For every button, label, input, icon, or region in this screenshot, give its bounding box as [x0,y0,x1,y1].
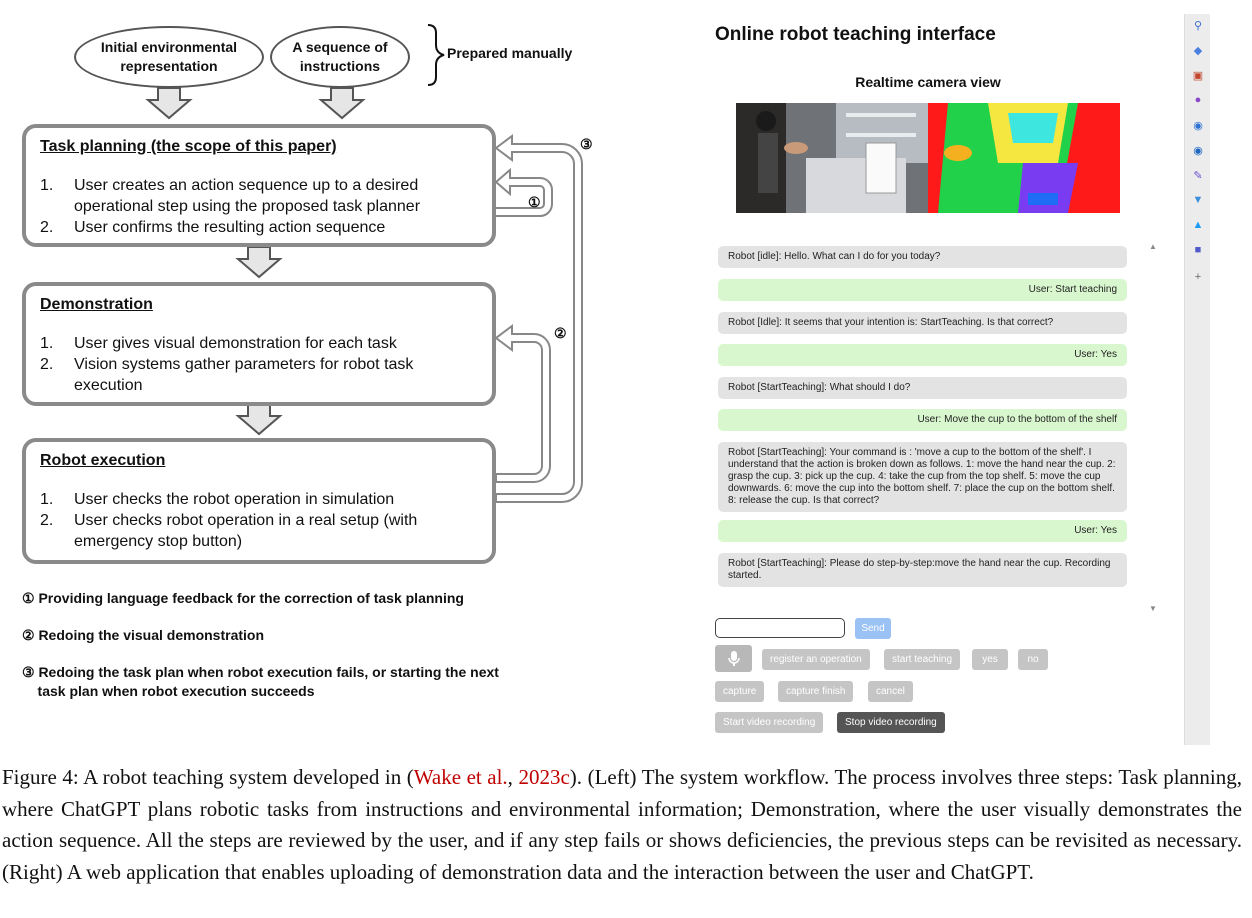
figure-caption: Figure 4: A robot teaching system develo… [2,765,1243,884]
stage-robot-execution: Robot execution 1.User checks the robot … [22,438,496,564]
down-arrow [145,87,193,120]
legend-item: ① Providing language feedback for the co… [22,590,464,606]
outlook-icon[interactable]: ◉ [1193,144,1203,157]
stage-title: Demonstration [40,296,153,313]
citation-year[interactable]: 2023c [518,765,570,789]
list-item: 1.User creates an action sequence up to … [40,177,421,215]
list-item: 2.Vision systems gather parameters for r… [40,356,414,394]
capture-button[interactable]: capture [715,681,765,702]
chat-message-user: User: Yes [718,344,1127,366]
chat-message-robot: Robot [StartTeaching]: What should I do? [718,377,1127,399]
plus-icon[interactable]: + [1194,271,1202,283]
office-icon[interactable]: ◉ [1193,119,1203,132]
robot-teaching-app: Online robot teaching interface Realtime… [700,0,1184,745]
bird-icon[interactable]: ▼ [1192,194,1204,206]
workflow-diagram: Initial environmental representation A s… [0,0,620,740]
down-arrow [235,403,283,436]
stage-demonstration: Demonstration 1.User gives visual demons… [22,282,496,406]
chat-message-user: User: Start teaching [718,279,1127,301]
loop-arrow-2 [494,324,551,483]
chat-log[interactable]: Robot [idle]: Hello. What can I do for y… [718,242,1157,614]
chat-message-robot: Robot [StartTeaching]: Please do step-by… [718,553,1127,587]
chat-message-robot: Robot [Idle]: It seems that your intenti… [718,312,1127,334]
chat-message-user: User: Move the cup to the bottom of the … [718,409,1127,431]
start-teaching-button[interactable]: start teaching [884,649,961,670]
browser-sidebar: ⚲ ◆ ▣ ● ◉ ◉ ✎ ▼ ▲ ■ + [1184,14,1210,745]
register-operation-button[interactable]: register an operation [762,649,870,670]
stage-task-planning: Task planning (the scope of this paper) … [22,124,496,247]
tag-icon[interactable]: ◆ [1193,44,1203,57]
microphone-button[interactable] [715,645,752,672]
brace [427,24,445,86]
edit-icon[interactable]: ✎ [1193,169,1203,182]
down-arrow [235,246,283,279]
input-ellipse-environment: Initial environmental representation [74,26,264,88]
camera-depth-view [928,103,1120,213]
camera-depth-image [928,103,1120,213]
people-icon[interactable]: ● [1194,94,1202,106]
loop-arrow-3 [494,134,583,503]
stage-title: Robot execution [40,452,166,469]
camera-rgb-image [736,103,928,213]
list-item: 2.User confirms the resulting action seq… [40,219,386,236]
stop-video-button[interactable]: Stop video recording [837,712,945,733]
scroll-down-icon[interactable]: ▼ [1149,604,1157,613]
teams-icon[interactable]: ■ [1194,244,1202,256]
prepared-label: Prepared manually [447,45,573,61]
list-item: 1.User gives visual demonstration for ea… [40,335,397,352]
loop-arrow-1 [494,167,553,217]
capture-finish-button[interactable]: capture finish [778,681,854,702]
camera-title: Realtime camera view [855,74,1001,90]
stage-title: Task planning (the scope of this paper) [40,138,337,155]
briefcase-icon[interactable]: ▣ [1192,69,1204,82]
loop-marker-1: ① [528,194,541,210]
workflow-connectors [145,24,583,503]
chat-message-user: User: Yes [718,520,1127,542]
list-item: 2.User checks robot operation in a real … [40,512,418,550]
app-title: Online robot teaching interface [715,24,996,45]
cancel-button[interactable]: cancel [868,681,913,702]
yes-button[interactable]: yes [972,649,1008,670]
scroll-up-icon[interactable]: ▲ [1149,242,1157,251]
loop-marker-3: ③ [580,136,593,152]
chat-input[interactable] [715,618,845,638]
loop-marker-2: ② [554,325,567,341]
camera-rgb-view [736,103,928,213]
legend-item: ② Redoing the visual demonstration [22,627,265,643]
start-video-button[interactable]: Start video recording [715,712,824,733]
list-item: 1.User checks the robot operation in sim… [40,491,395,508]
down-arrow [318,87,366,120]
twitter-icon[interactable]: ▲ [1192,219,1204,231]
legend-item: ③ Redoing the task plan when robot execu… [22,664,499,699]
citation-author[interactable]: Wake et al. [413,765,508,789]
chat-message-robot: Robot [StartTeaching]: Your command is :… [718,442,1127,512]
microphone-icon [727,650,740,666]
chat-message-robot: Robot [idle]: Hello. What can I do for y… [718,246,1127,268]
send-button[interactable]: Send [855,618,891,639]
input-ellipse-instructions: A sequence of instructions [270,26,410,88]
no-button[interactable]: no [1018,649,1048,670]
search-icon[interactable]: ⚲ [1193,19,1203,32]
